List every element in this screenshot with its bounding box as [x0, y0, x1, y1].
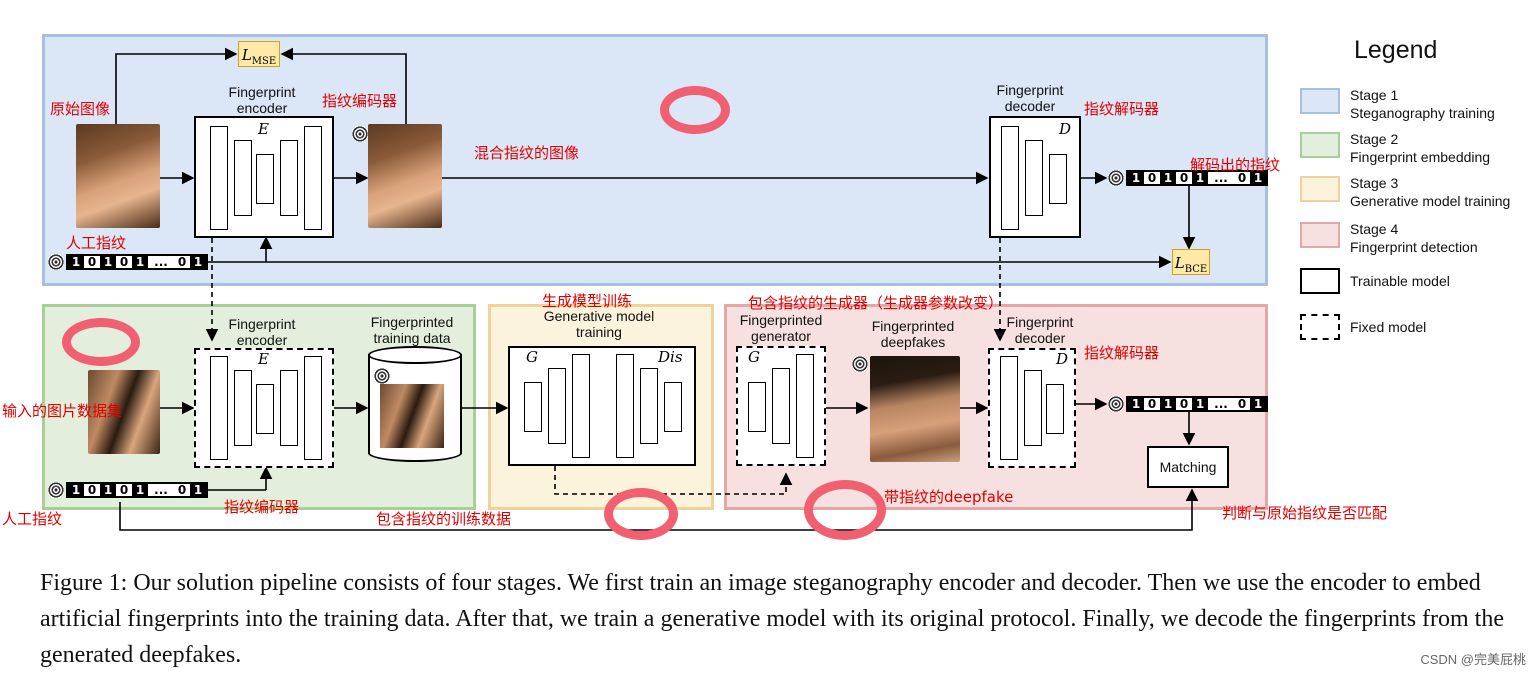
deepfakes-label: Fingerprinted deepfakes	[871, 318, 955, 350]
original-face-image	[76, 124, 160, 228]
generator-layer	[748, 382, 766, 432]
fingerprinted-face-image	[368, 124, 442, 228]
annotation-fp-decoder2: 指纹解码器	[1084, 344, 1160, 362]
annotation-deepfake-fp: 带指纹的deepfake	[884, 488, 1014, 506]
annotation-gen-with-fp: 包含指纹的生成器（生成器参数改变）	[748, 294, 1004, 312]
legend-swatch	[1300, 88, 1340, 114]
loss-mse: LMSE	[238, 41, 280, 67]
decoder-letter: D	[1056, 350, 1069, 368]
generator-layer	[772, 368, 790, 444]
legend-swatch	[1300, 314, 1340, 340]
model-layer	[548, 368, 566, 444]
annotation-fp-encoder: 指纹编码器	[322, 92, 398, 110]
encoder-layer	[304, 356, 322, 460]
stage1-hand-mark	[660, 86, 730, 134]
model-layer	[572, 354, 590, 458]
encoder-letter: E	[258, 350, 269, 368]
fingerprinted-generator[interactable]: G	[736, 346, 826, 466]
legend-swatch	[1300, 176, 1340, 202]
fingerprint-icon	[48, 254, 64, 270]
model-layer	[664, 382, 682, 432]
decoder-layer	[1000, 356, 1018, 460]
annotation-fp-encoder2: 指纹编码器	[224, 498, 300, 516]
annotation-match-orig: 判断与原始指纹是否匹配	[1222, 504, 1388, 522]
model-layer	[616, 354, 634, 458]
matching-box[interactable]: Matching	[1147, 446, 1229, 488]
stage2-encoder-label: Fingerprint encoder	[228, 316, 296, 348]
stage1-encoder[interactable]: E	[194, 116, 334, 238]
fingerprint-icon	[1108, 396, 1124, 412]
annotation-artificial-fp2: 人工指纹	[2, 510, 63, 528]
decoder-layer	[1024, 370, 1042, 446]
annotation-decoded-fp: 解码出的指纹	[1190, 156, 1281, 174]
stage3-hand-mark	[604, 488, 678, 540]
figure-caption: Figure 1: Our solution pipeline consists…	[40, 570, 1504, 668]
fingerprint-icon	[1108, 170, 1124, 186]
annotation-artificial-fp1: 人工指纹	[66, 234, 127, 252]
annotation-fp-decoder1: 指纹解码器	[1084, 100, 1160, 118]
encoder-layer	[256, 384, 274, 434]
stage1-decoder-label: Fingerprint decoder	[996, 82, 1064, 114]
fingerprint-icon	[352, 126, 368, 142]
annotation-input-dataset: 输入的图片数据集	[2, 402, 123, 420]
stage1-decoder[interactable]: D	[989, 116, 1081, 238]
fingerprint-icon	[852, 356, 868, 372]
decoder-letter: D	[1059, 120, 1072, 138]
watermark: CSDN @完美屁桃	[1420, 652, 1526, 667]
fingerprinted-data-label: Fingerprinted training data	[370, 314, 454, 346]
annotation-mixed-image: 混合指纹的图像	[474, 144, 580, 162]
annotation-original-image: 原始图像	[50, 100, 111, 118]
discriminator-letter: Dis	[658, 348, 683, 366]
encoder-layer	[280, 370, 298, 446]
encoder-layer	[304, 126, 322, 230]
deepfake-face-image	[870, 356, 960, 462]
generator-letter: G	[526, 348, 538, 366]
database-cylinder	[368, 346, 462, 462]
input-dataset-images	[88, 370, 160, 454]
stage2-hand-mark	[62, 318, 140, 366]
decoder-layer	[1025, 140, 1043, 216]
generator-letter: G	[748, 348, 760, 366]
fingerprint-icon	[48, 482, 64, 498]
decoder-layer	[1046, 384, 1064, 434]
legend-title: Legend	[1354, 36, 1438, 64]
annotation-train-data-fp: 包含指纹的训练数据	[376, 510, 512, 528]
generator-layer	[796, 354, 814, 458]
generative-model[interactable]: G Dis	[508, 346, 696, 466]
encoder-layer	[234, 140, 252, 216]
stage4-hand-mark	[804, 480, 886, 540]
annotation-gen-model-train: 生成模型训练	[542, 292, 633, 310]
encoder-layer	[256, 154, 274, 204]
stage4-decoder[interactable]: D	[988, 348, 1076, 468]
encoder-layer	[234, 370, 252, 446]
decoder-layer	[1001, 126, 1019, 230]
matching-label: Matching	[1159, 459, 1217, 475]
legend-swatch	[1300, 268, 1340, 294]
decoder-layer	[1049, 154, 1067, 204]
stage2-encoder[interactable]: E	[194, 348, 334, 468]
encoder-layer	[210, 126, 228, 230]
legend-swatch	[1300, 222, 1340, 248]
stage4-decoder-label: Fingerprint decoder	[1006, 314, 1074, 346]
stage1-encoder-label: Fingerprint encoder	[228, 84, 296, 116]
legend-swatch	[1300, 132, 1340, 158]
loss-bce: LBCE	[1172, 249, 1210, 275]
encoder-layer	[280, 140, 298, 216]
model-layer	[640, 368, 658, 444]
encoder-letter: E	[258, 120, 269, 138]
model-layer	[524, 382, 542, 432]
stage3-label: Generative model training	[543, 308, 655, 340]
stage4-generator-label: Fingerprinted generator	[739, 312, 823, 344]
fingerprint-icon	[374, 368, 390, 384]
encoder-layer	[210, 356, 228, 460]
